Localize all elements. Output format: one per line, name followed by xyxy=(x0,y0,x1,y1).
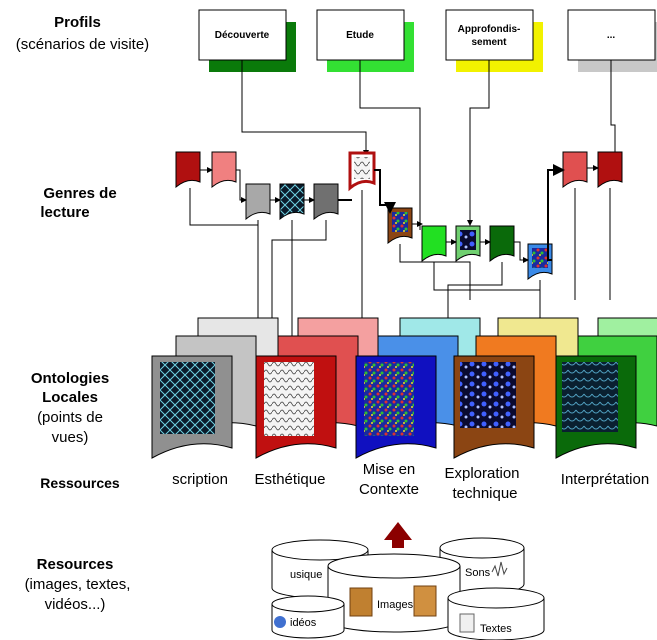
genre-chain-3 xyxy=(547,151,623,261)
up-arrow-icon xyxy=(384,522,412,548)
ontologies-label-line4: vues) xyxy=(51,429,89,446)
ontology-stack-interpretation xyxy=(555,317,657,459)
db-textes-label: Textes xyxy=(480,623,512,635)
resources-label-line2: (images, textes, xyxy=(24,576,131,593)
db-images-label: Images xyxy=(377,599,414,611)
ontologies-label-line2: Locales xyxy=(42,389,98,406)
profile-ellipsis-label: ... xyxy=(607,30,616,41)
profile-ellipsis: ... xyxy=(567,9,657,72)
profile-approfondissement-label-2: sement xyxy=(471,37,507,48)
profile-etude: Etude xyxy=(316,9,414,72)
text-doc-icon xyxy=(459,613,475,633)
icon-image-2 xyxy=(413,585,437,617)
db-videos-label: idéos xyxy=(290,617,317,629)
ontology-label-exploration-2: technique xyxy=(452,485,517,502)
ontology-label-contexte-1: Mise en xyxy=(363,461,416,478)
ressources-label: Ressources xyxy=(40,475,120,491)
db-sons-label: Sons xyxy=(465,567,491,579)
profile-decouverte-label: Découverte xyxy=(215,30,270,41)
video-icon xyxy=(274,616,286,628)
resources-label-title: Resources xyxy=(36,556,114,573)
ontology-stack-contexte xyxy=(355,317,481,459)
genre-to-ontology-lines xyxy=(189,188,611,350)
ontology-stack-esthetique xyxy=(255,317,379,459)
ontology-label-description: scription xyxy=(172,471,228,488)
genres-label-line2: lecture xyxy=(40,204,90,221)
profile-approfondissement: Approfondis- sement xyxy=(445,9,543,72)
profile-decouverte: Découverte xyxy=(198,9,296,72)
profils-subtitle: (scénarios de visite) xyxy=(15,36,150,53)
profile-connectors xyxy=(241,60,616,230)
icon-image-1 xyxy=(349,587,373,617)
profils-title: Profils xyxy=(54,14,101,31)
resources-label-line3: vidéos...) xyxy=(44,596,106,613)
db-musique-label: usique xyxy=(290,569,322,581)
genres-label-line1: Genres de xyxy=(43,185,117,202)
db-textes: Textes xyxy=(447,587,545,640)
ontology-stack-description xyxy=(151,317,279,459)
db-sons: Sons xyxy=(439,537,525,595)
genre-chain-2 xyxy=(348,151,553,281)
ontology-label-contexte-2: Contexte xyxy=(359,481,419,498)
ontology-label-exploration-1: Exploration xyxy=(444,465,519,482)
ontologies-label-line3: (points de xyxy=(37,409,103,426)
ontology-label-esthetique: Esthétique xyxy=(255,471,326,488)
profile-approfondissement-label-1: Approfondis- xyxy=(458,24,521,35)
profile-etude-label: Etude xyxy=(346,30,374,41)
db-images: Images xyxy=(327,553,461,633)
ontology-label-interpretation: Interprétation xyxy=(561,471,649,488)
db-videos: idéos xyxy=(271,595,345,639)
genre-chain-1 xyxy=(175,151,352,221)
ontologies-label-line1: Ontologies xyxy=(30,370,110,387)
